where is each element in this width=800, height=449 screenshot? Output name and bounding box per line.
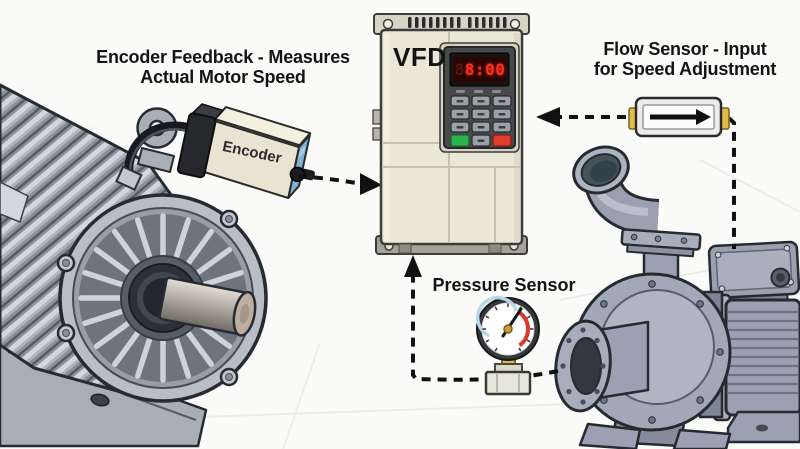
motor-shaft — [158, 276, 257, 337]
vfd-stop-button — [492, 134, 512, 147]
label-pressure-sensor: Pressure Sensor — [432, 275, 576, 295]
pump-outlet-elbow — [572, 145, 702, 280]
vfd-display-value: 8:00 — [464, 60, 506, 79]
gauge-ticks — [482, 303, 534, 352]
vfd-run-button — [450, 134, 470, 147]
arrow-encoder-to-vfd — [297, 173, 382, 195]
encoder-cap — [176, 112, 217, 179]
line-flow-to-pump — [727, 116, 736, 249]
pump-inlet-flange — [554, 319, 650, 413]
gauge-base — [484, 370, 532, 396]
vfd-vent-slots — [408, 17, 507, 28]
vfd-display — [453, 57, 506, 82]
label-flow-sensor-line1: Flow Sensor - Input — [603, 39, 767, 59]
vfd-keypad — [439, 42, 520, 153]
vfd-display-ghost-digit: 8 — [454, 60, 465, 79]
flow-direction-arrow-icon — [650, 109, 711, 125]
label-flow-sensor: Flow Sensor - Input for Speed Adjustment — [552, 39, 800, 79]
vfd-device — [372, 13, 530, 255]
flow-sensor-device — [628, 96, 730, 138]
vfd-display-indicators — [456, 90, 501, 93]
label-encoder-feedback: Encoder Feedback - Measures Actual Motor… — [78, 47, 368, 87]
vfd-keypad-buttons — [450, 95, 512, 147]
vfd-name-label: VFD — [393, 42, 447, 72]
pump-illustration — [554, 145, 800, 449]
encoder-device — [176, 103, 315, 199]
pump-motor — [712, 293, 800, 444]
arrow-pressure-to-vfd — [404, 255, 559, 382]
label-flow-sensor-line2: for Speed Adjustment — [593, 59, 777, 79]
label-encoder-feedback-line1: Encoder Feedback - Measures — [96, 47, 350, 67]
arrow-flow-to-vfd — [536, 107, 626, 127]
encoder-port-panel — [287, 134, 311, 199]
vfd-display-readout: 88:00 — [452, 57, 508, 82]
pressure-gauge — [475, 295, 540, 396]
motor-illustration — [0, 83, 268, 448]
label-encoder-feedback-line2: Actual Motor Speed — [140, 67, 306, 87]
